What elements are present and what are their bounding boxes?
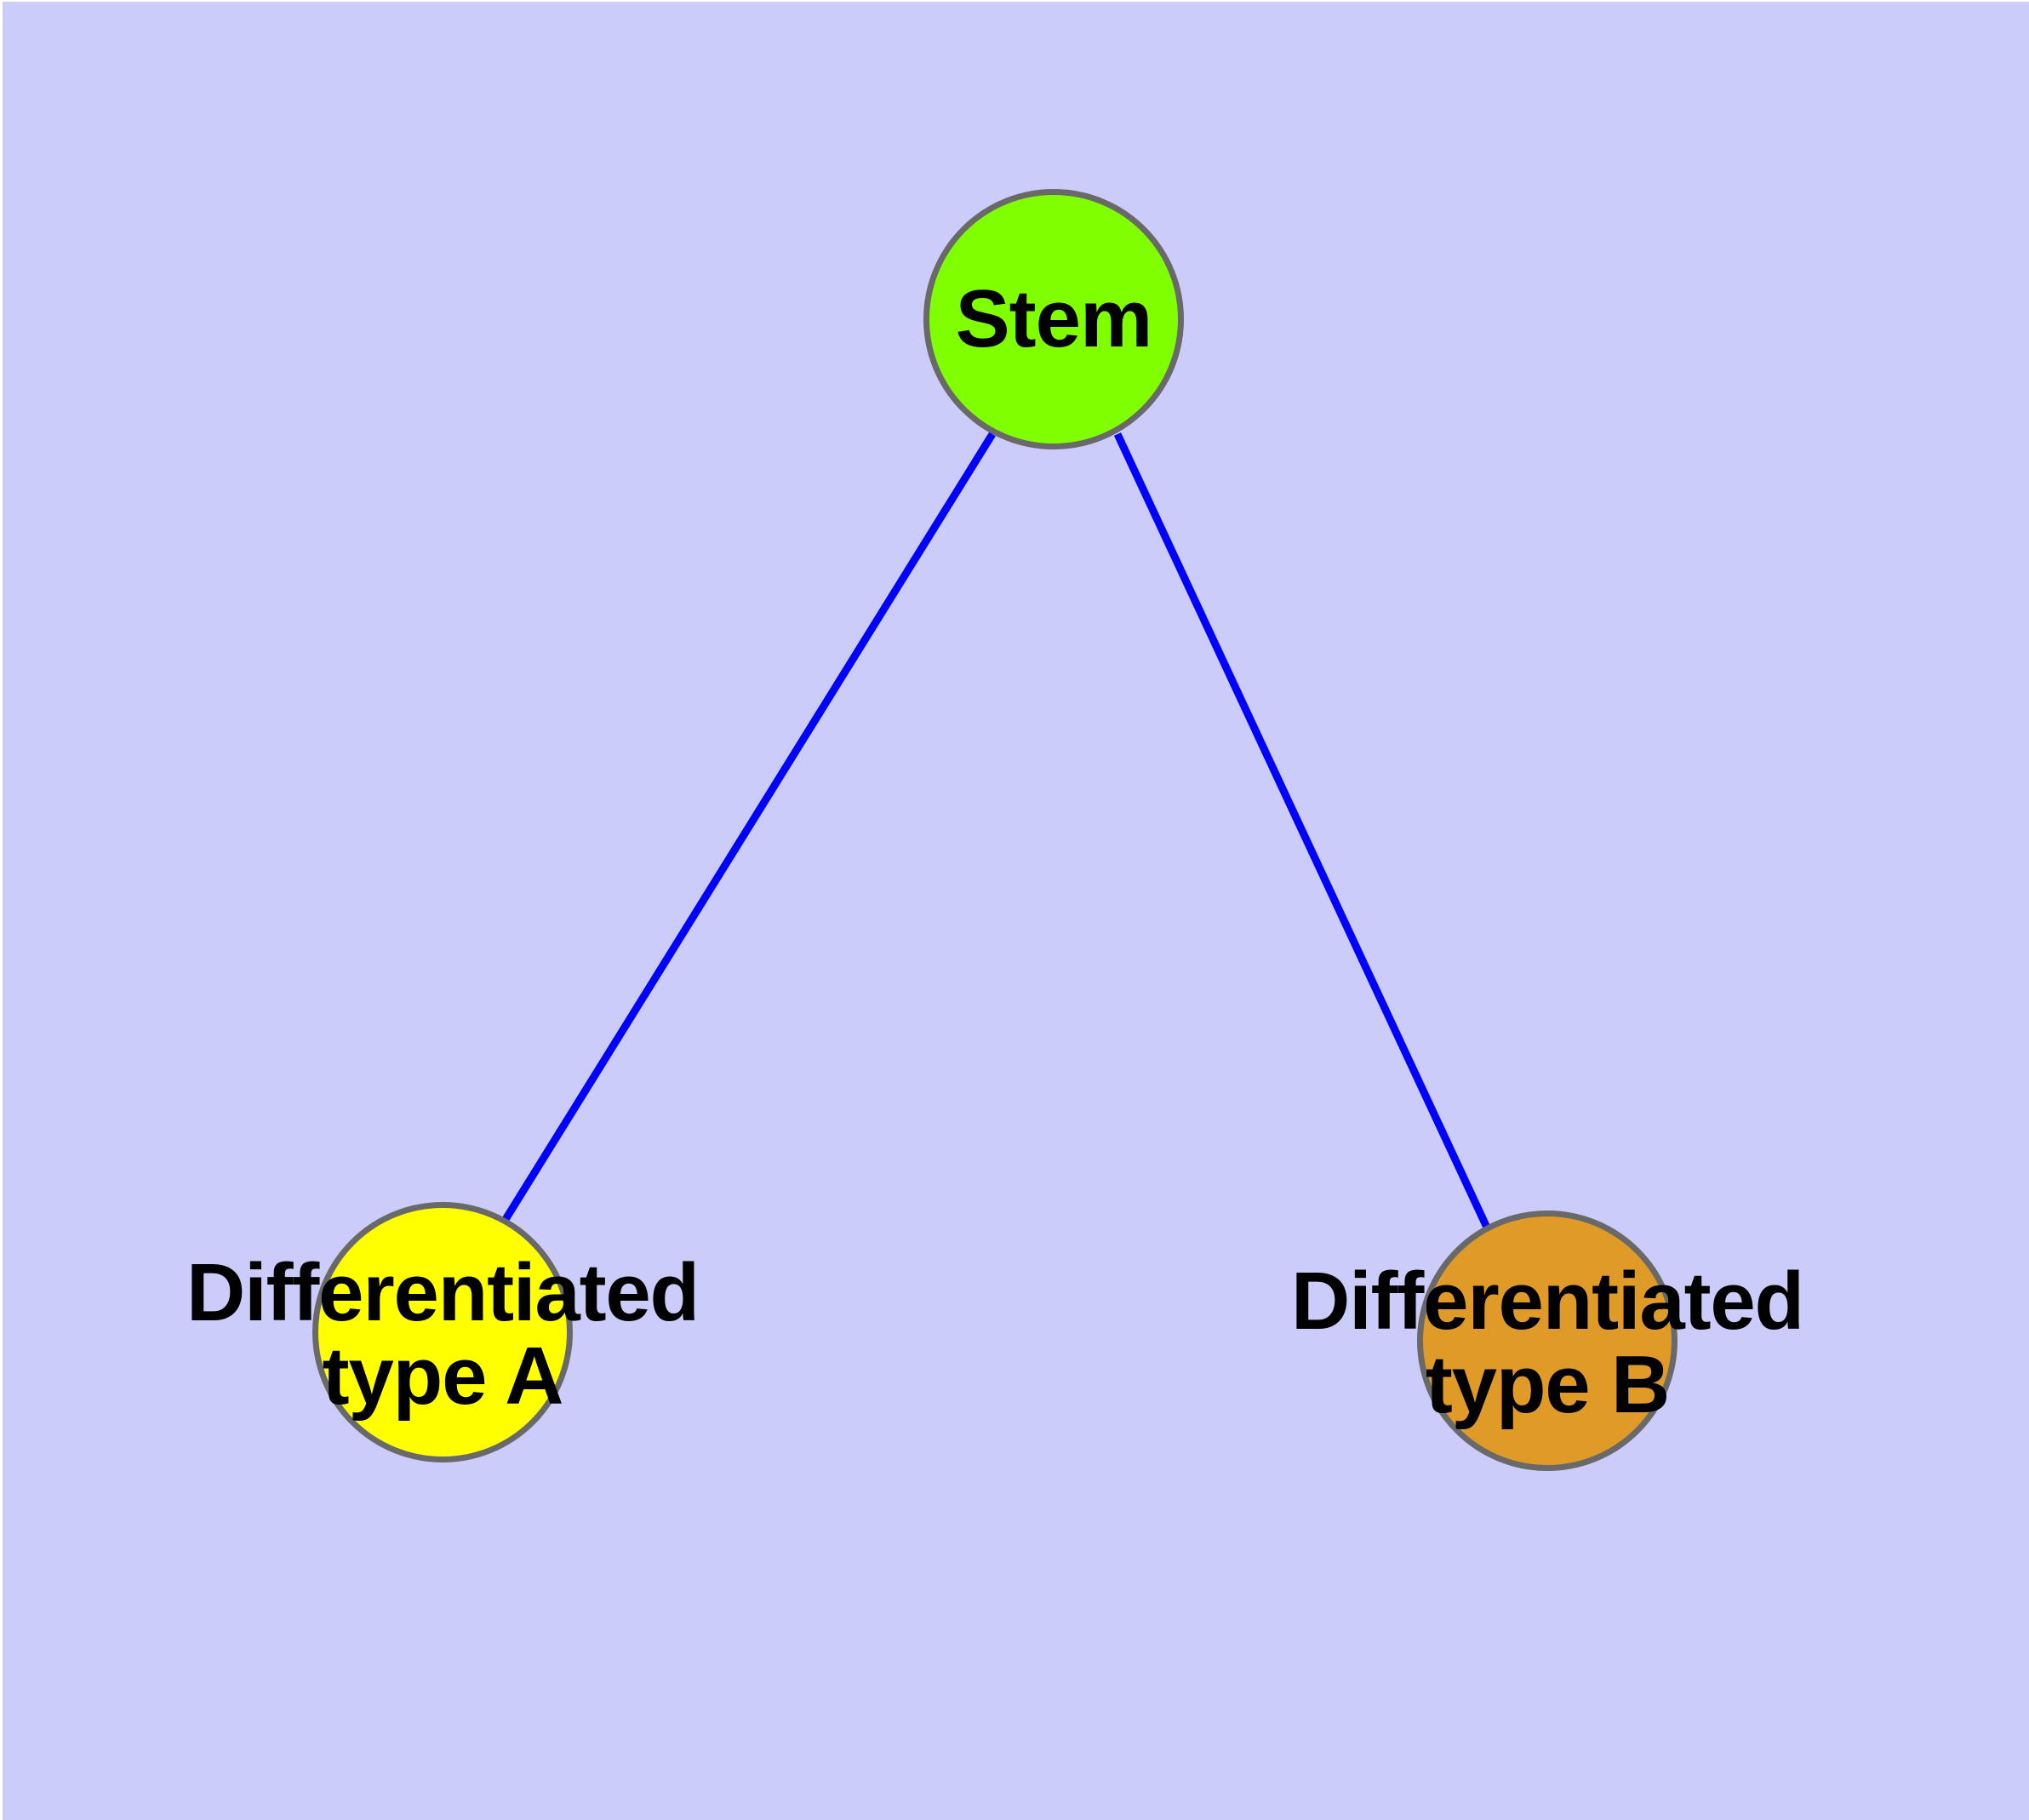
node-differentiated-type-b[interactable]: Differentiated type B bbox=[1291, 1210, 1804, 1471]
edge-stem-to-diff-b bbox=[1113, 432, 1492, 1231]
node-differentiated-type-a[interactable]: Differentiated type A bbox=[186, 1202, 700, 1462]
node-stem-label: Stem bbox=[955, 273, 1153, 365]
edge-layer bbox=[501, 432, 1492, 1231]
edge-stem-to-diff-a bbox=[501, 432, 996, 1223]
node-differentiated-type-a-label: Differentiated type A bbox=[186, 1247, 700, 1422]
graph-canvas: Stem Differentiated type A Differentiate… bbox=[3, 2, 2029, 1820]
node-stem[interactable]: Stem bbox=[923, 189, 1184, 449]
node-differentiated-type-b-label: Differentiated type B bbox=[1291, 1256, 1804, 1430]
node-layer: Stem Differentiated type A Differentiate… bbox=[3, 2, 2029, 1820]
